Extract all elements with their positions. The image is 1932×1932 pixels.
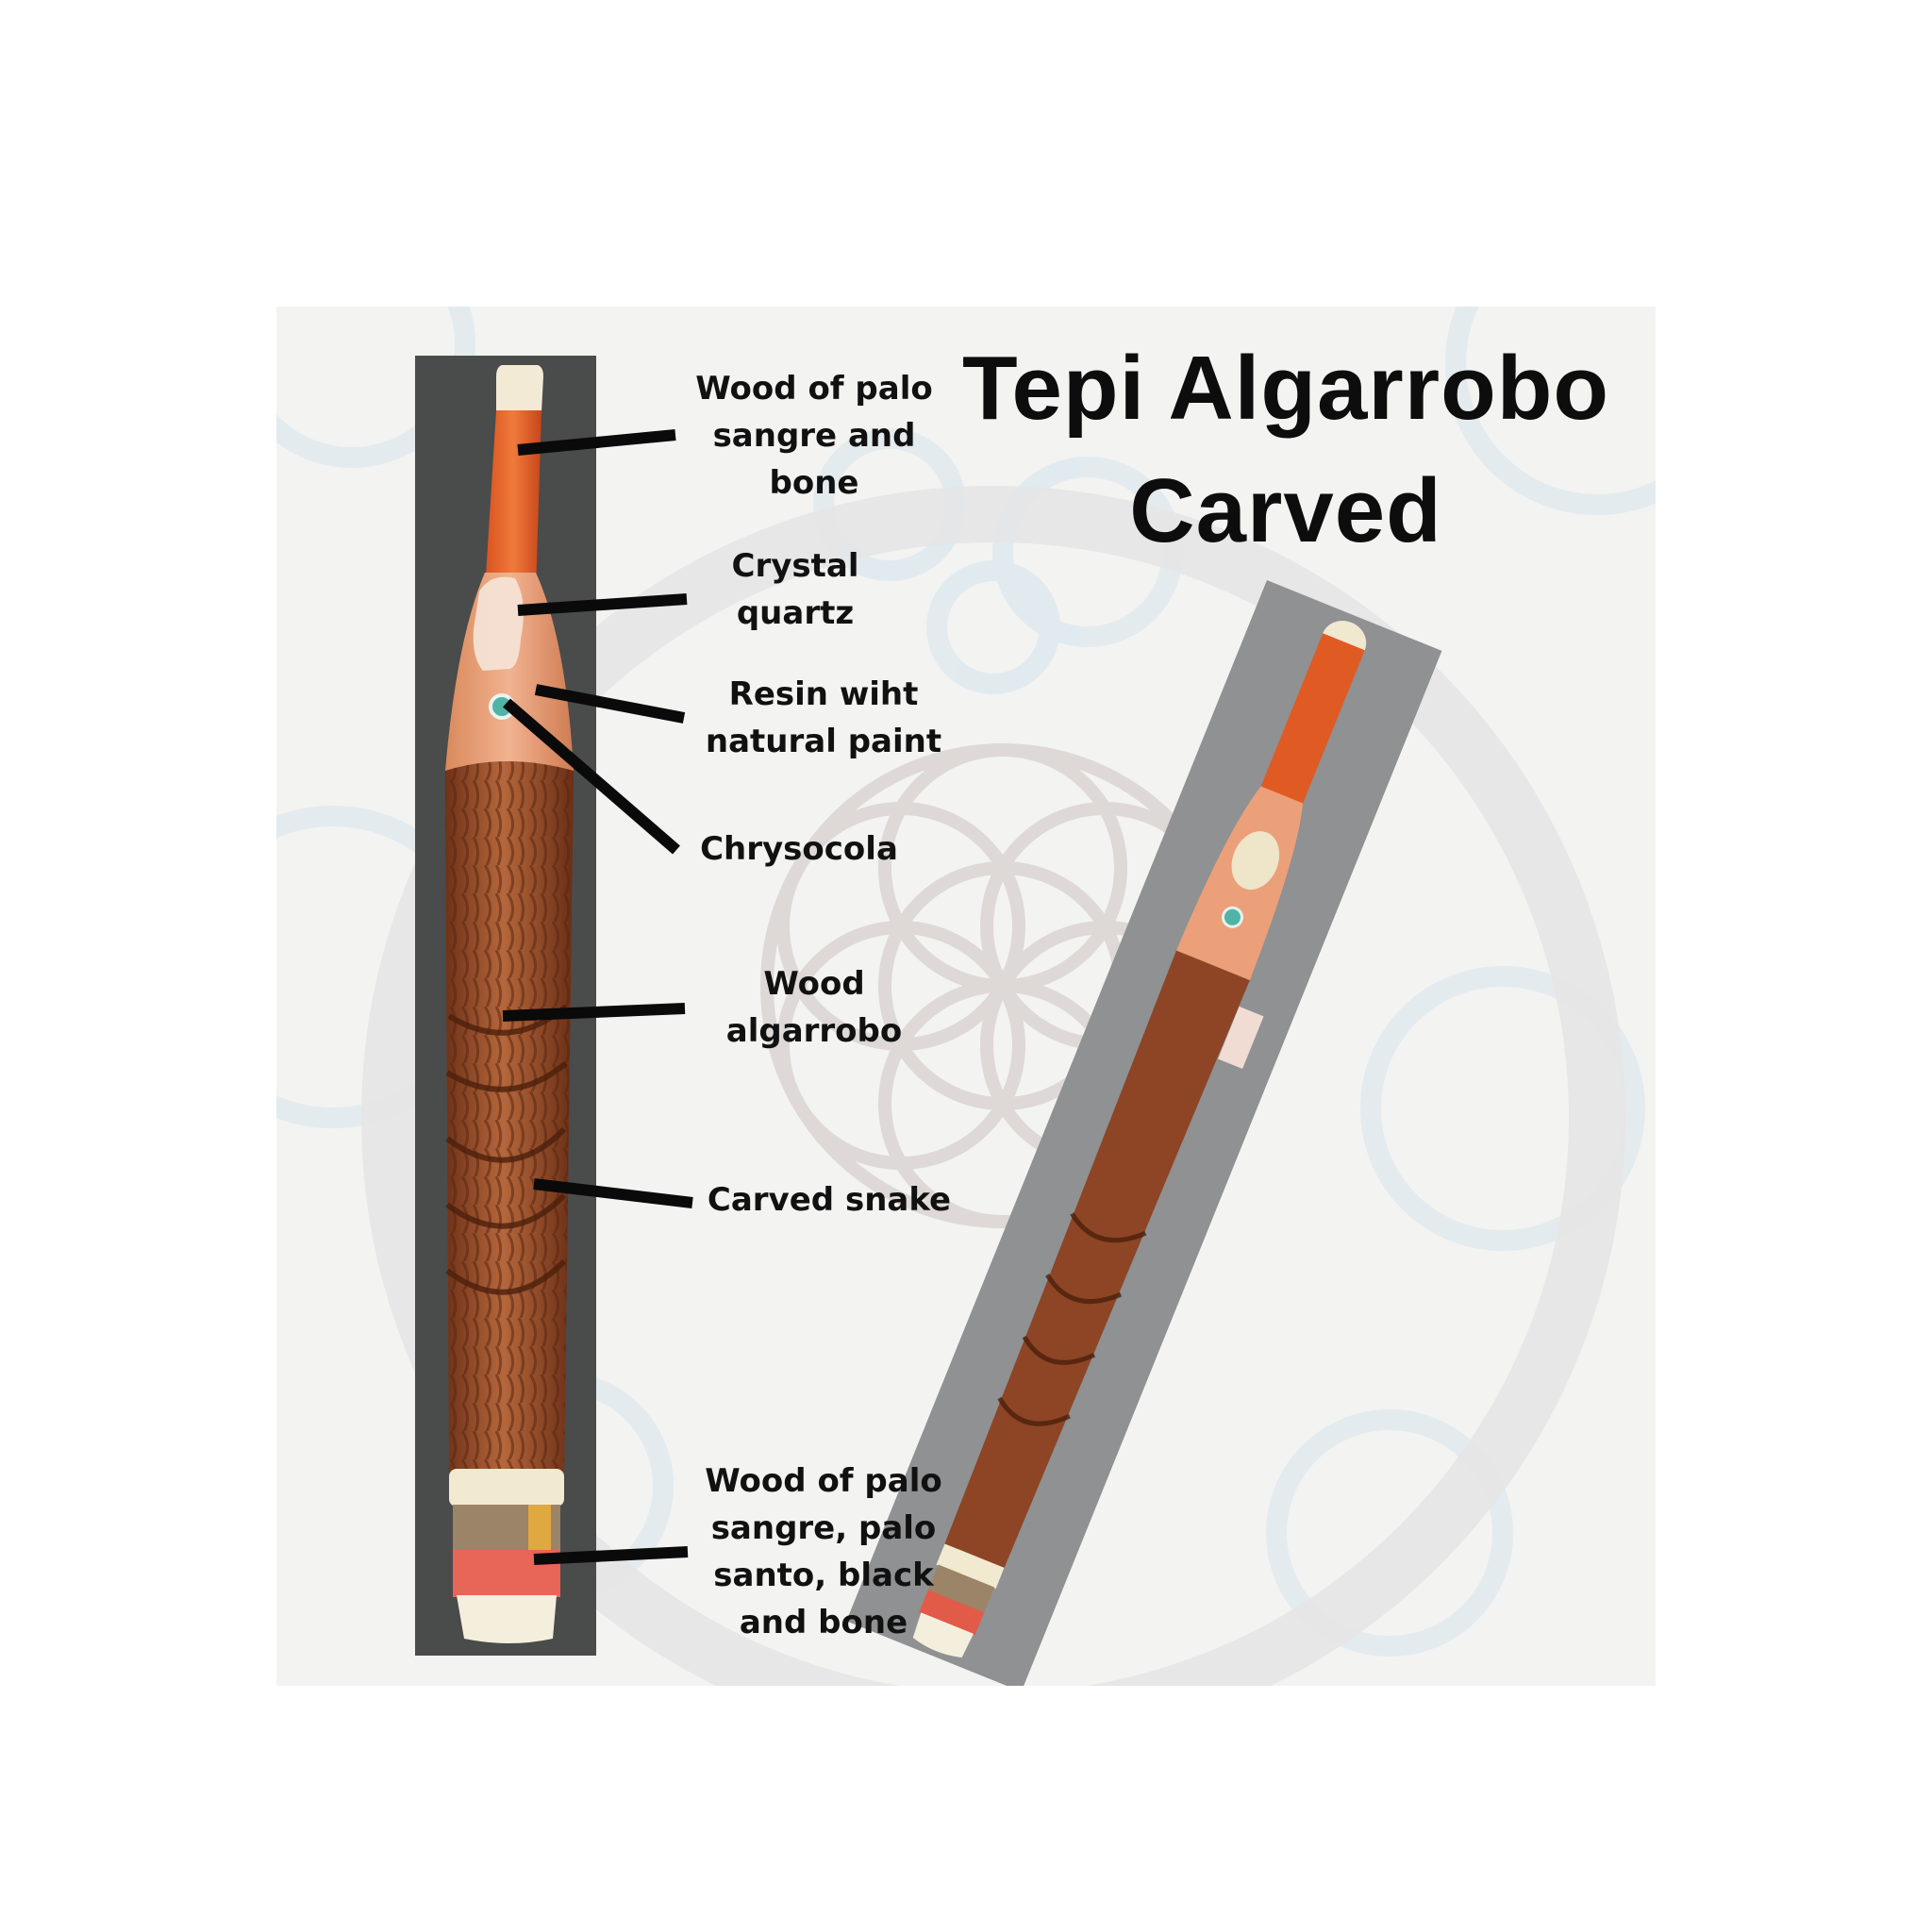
- crystal-quartz: [473, 576, 524, 671]
- left-tepi-photo: [415, 356, 596, 1656]
- infographic-panel: Tepi Algarrobo Carved Wood of palo sangr…: [276, 307, 1656, 1686]
- palo-sangre-shaft: [485, 410, 541, 591]
- bone-inlay: [1231, 831, 1280, 891]
- label-chrysocola: Chrysocola: [700, 830, 898, 868]
- bone-ring: [449, 1469, 564, 1507]
- bone-tip: [496, 365, 543, 412]
- label-crystal-quartz: Crystal quartz: [731, 547, 859, 632]
- label-base-woods: Wood of palo sangre, palo santo, black a…: [705, 1462, 942, 1641]
- page-title: Tepi Algarrobo Carved: [937, 327, 1635, 573]
- palo-sangre-ring: [453, 1550, 560, 1597]
- bone-end: [457, 1595, 557, 1643]
- side-tab: [1218, 1006, 1264, 1070]
- label-carved-snake: Carved snake: [707, 1181, 952, 1219]
- palo-sangre-shaft: [1258, 633, 1365, 808]
- label-wood-algarrobo: Wood algarrobo: [725, 965, 903, 1050]
- label-palo-sangre-bone-tip: Wood of palo sangre and bone: [695, 370, 933, 502]
- title-line-1: Tepi Algarrobo: [962, 338, 1609, 439]
- label-resin: Resin wiht natural paint: [705, 675, 942, 760]
- title-line-2: Carved: [1129, 460, 1442, 561]
- decorative-background-pattern: [276, 307, 1656, 1686]
- chrysocola-stone: [1221, 906, 1243, 928]
- chrysocola-stone: [489, 693, 515, 720]
- right-tepi-photo: [846, 580, 1442, 1686]
